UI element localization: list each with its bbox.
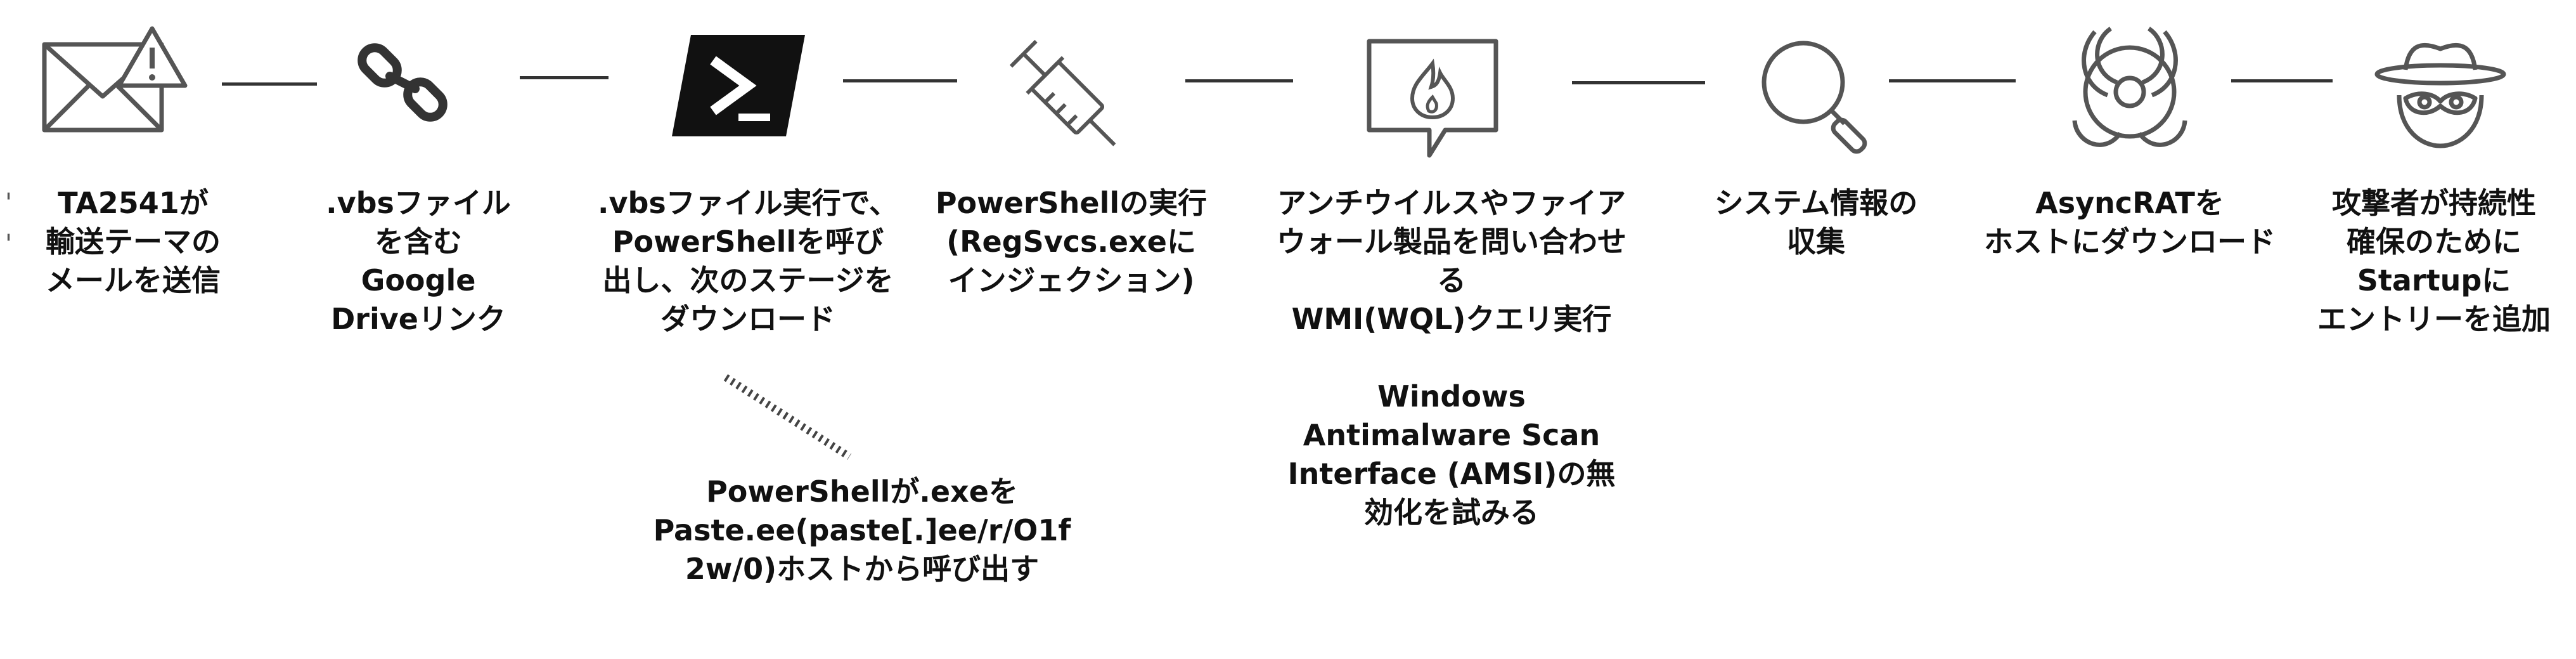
- connector-4: [1185, 79, 1293, 82]
- step-label-1: TA2541が 輸送テーマの メールを送信: [46, 186, 221, 297]
- connector-2: [520, 76, 609, 79]
- powershell-icon: [669, 32, 808, 140]
- step-label-6: システム情報の 収集: [1714, 186, 1918, 259]
- syringe-icon: [995, 25, 1122, 152]
- connector-6: [1889, 79, 2016, 82]
- dotted-branch-connector: [723, 374, 862, 463]
- step-label-7: AsyncRATを ホストにダウンロード: [1984, 186, 2276, 259]
- biohazard-icon: [2057, 16, 2203, 162]
- chat-fire-icon: [1363, 35, 1502, 162]
- step-label-3: .vbsファイル実行で、 PowerShellを呼び 出し、次のステージを ダウ…: [598, 186, 898, 336]
- connector-3: [843, 79, 957, 82]
- edge-fragment-1: ': [5, 188, 12, 218]
- spy-icon: [2371, 35, 2510, 149]
- chain-link-icon: [355, 35, 450, 130]
- connector-1: [222, 82, 317, 86]
- envelope-warning-icon: [38, 25, 190, 140]
- step-label-8: 攻撃者が持続性 確保のために Startupに エントリーを追加: [2317, 186, 2551, 336]
- magnifier-icon: [1756, 35, 1876, 155]
- step-label-5: アンチウイルスやファイア ウォール製品を問い合わせ る WMI(WQL)クエリ実…: [1277, 186, 1626, 530]
- step-label-2: .vbsファイル を含む Google Driveリンク: [326, 186, 511, 336]
- connector-7: [2231, 79, 2333, 82]
- edge-fragment-2: ': [5, 230, 12, 259]
- connector-5: [1572, 81, 1705, 84]
- step-label-4: PowerShellの実行 (RegSvcs.exeに インジェクション): [935, 186, 1208, 297]
- sub-step-label: PowerShellが.exeを Paste.ee(paste[.]ee/r/O…: [653, 474, 1071, 586]
